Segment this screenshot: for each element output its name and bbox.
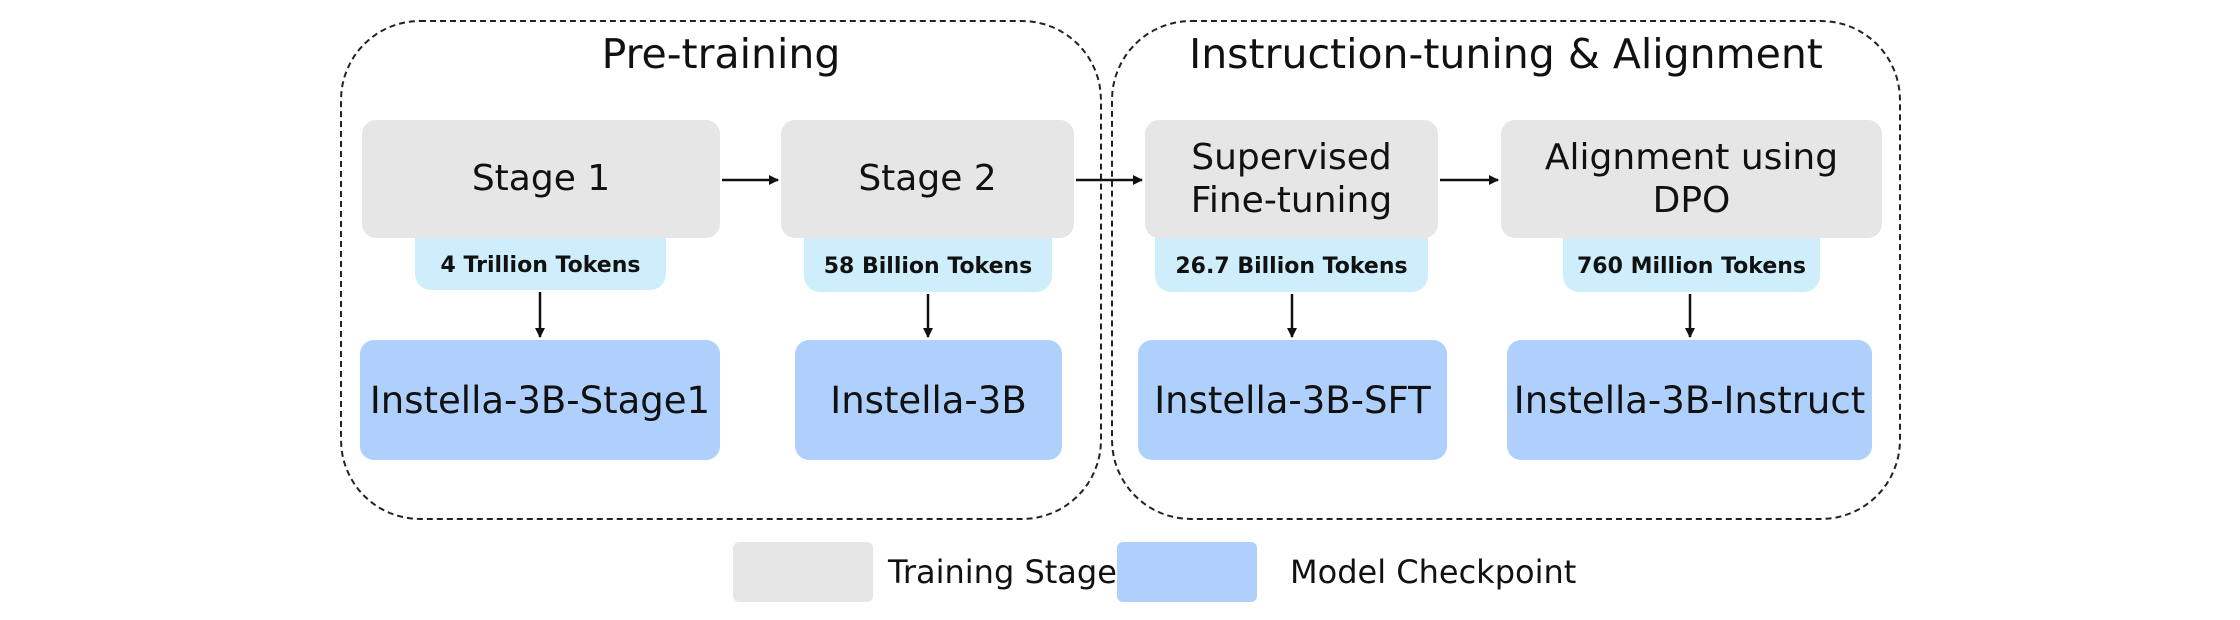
dpo-tokens: 760 Million Tokens: [1563, 234, 1820, 292]
checkpoint-instruct: Instella-3B-Instruct: [1507, 340, 1872, 460]
sft-stage-box: Supervised Fine-tuning: [1145, 120, 1438, 238]
pretraining-title: Pre-training: [601, 30, 841, 78]
checkpoint-sft: Instella-3B-SFT: [1138, 340, 1447, 460]
stage-2-box: Stage 2: [781, 120, 1074, 238]
legend-model-checkpoint-label: Model Checkpoint: [1290, 553, 1577, 591]
legend-training-stage-swatch: [733, 542, 873, 602]
legend-model-checkpoint-swatch: [1117, 542, 1257, 602]
instruction-title: Instruction-tuning & Alignment: [1189, 30, 1823, 78]
pretraining-group: [340, 20, 1102, 520]
legend-training-stage-label: Training Stage: [888, 553, 1117, 591]
stage-2-tokens: 58 Billion Tokens: [804, 234, 1052, 292]
instruction-group: [1111, 20, 1901, 520]
checkpoint-instella-3b: Instella-3B: [795, 340, 1062, 460]
sft-tokens: 26.7 Billion Tokens: [1155, 234, 1428, 292]
stage-1-tokens: 4 Trillion Tokens: [415, 234, 666, 290]
dpo-stage-box: Alignment using DPO: [1501, 120, 1882, 238]
checkpoint-stage1: Instella-3B-Stage1: [360, 340, 720, 460]
stage-1-box: Stage 1: [362, 120, 720, 238]
